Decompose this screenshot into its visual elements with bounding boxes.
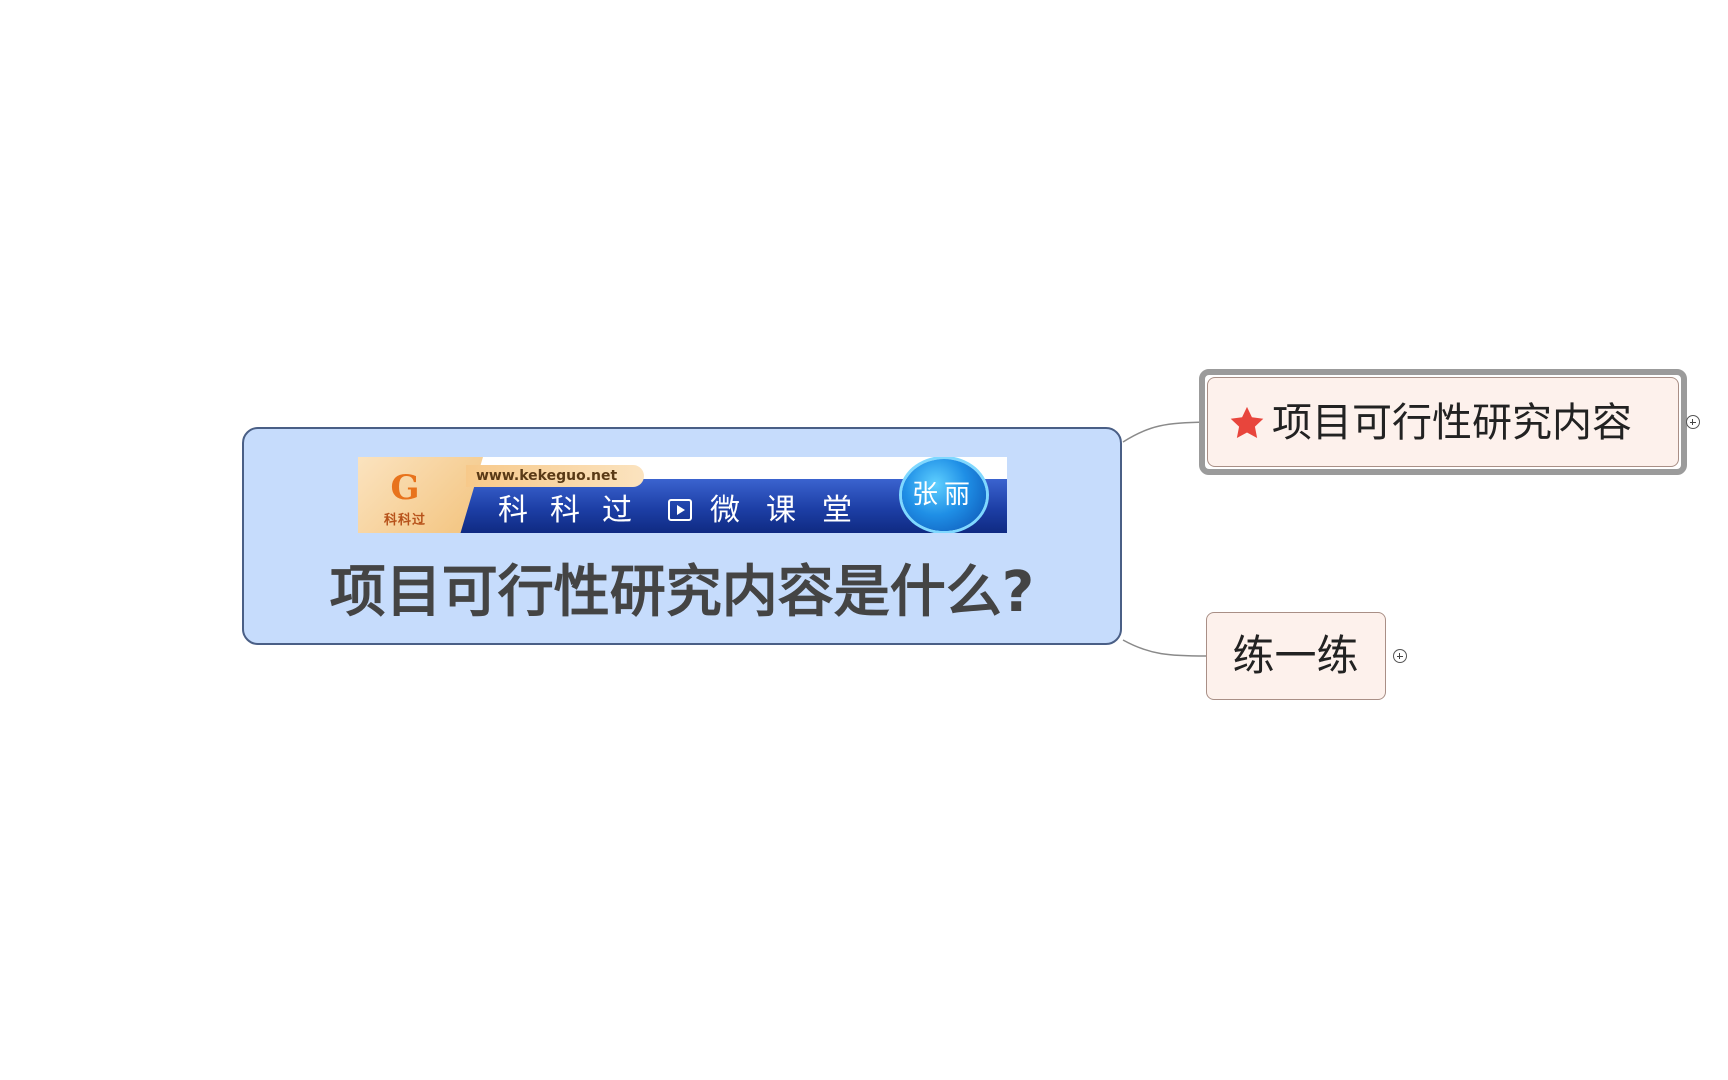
connector-to-topic-2 — [1122, 639, 1207, 657]
expand-toggle-2[interactable] — [1393, 649, 1407, 663]
expand-toggle-1[interactable] — [1686, 415, 1700, 429]
logo-icon: G — [390, 468, 420, 508]
banner-title-b: 微课堂 — [710, 493, 878, 528]
course-banner: G 科科过 www.kekeguo.net 科科过 微课堂 张丽 — [358, 457, 1007, 533]
subtopic-1-label: 项目可行性研究内容 — [1272, 400, 1632, 446]
connector-to-topic-1 — [1122, 421, 1208, 443]
central-topic-title: 项目可行性研究内容是什么? — [329, 560, 1035, 625]
star-icon — [1230, 406, 1264, 439]
presenter-badge: 张丽 — [902, 459, 986, 531]
video-icon — [668, 499, 692, 521]
banner-logo: G 科科过 — [358, 457, 483, 533]
logo-text: 科科过 — [383, 513, 426, 528]
central-topic[interactable]: G 科科过 www.kekeguo.net 科科过 微课堂 张丽 项目可行性研究… — [242, 427, 1122, 645]
banner-title-a: 科科过 — [498, 493, 654, 528]
subtopic-1[interactable]: 项目可行性研究内容 — [1207, 377, 1679, 467]
subtopic-2[interactable]: 练一练 — [1206, 612, 1386, 700]
banner-url: www.kekeguo.net — [466, 465, 644, 487]
subtopic-2-label: 练一练 — [1232, 631, 1359, 680]
